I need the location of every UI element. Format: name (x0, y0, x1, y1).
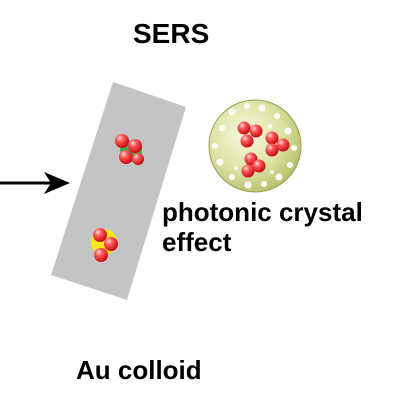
substrate-plate (51, 82, 186, 300)
diagram-title: SERS (133, 18, 210, 49)
gold-particle-cluster (91, 228, 118, 262)
porous-sphere-icon (208, 99, 302, 193)
au-colloid-label: Au colloid (76, 355, 202, 385)
molecule-cluster-icon (237, 121, 290, 178)
arrow-right-icon (0, 172, 70, 194)
green-particle-cluster (115, 134, 144, 165)
photonic-label-line1: photonic crystal (162, 197, 363, 227)
photonic-label-line2: effect (162, 226, 232, 257)
